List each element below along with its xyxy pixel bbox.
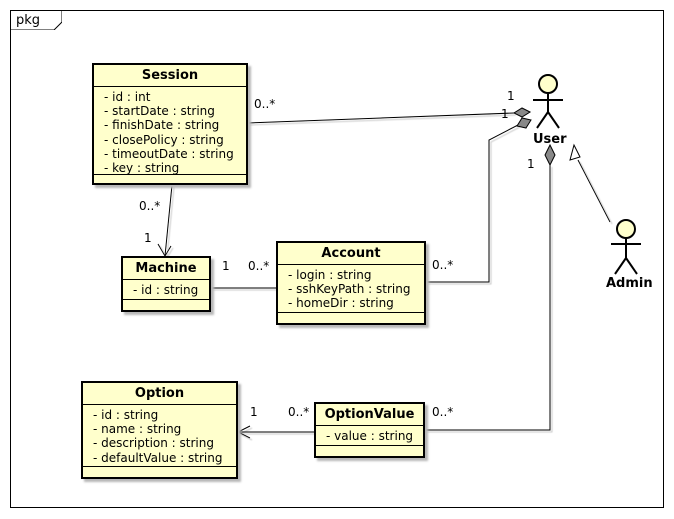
generalization-triangle: [569, 143, 581, 161]
optionvalue-attribute: - value : string: [326, 429, 414, 443]
multiplicity-label: 0..*: [254, 97, 276, 111]
optionvalue-class[interactable]: OptionValue - value : string: [314, 402, 425, 458]
session-attribute: - startDate : string: [104, 104, 215, 119]
session-attributes: - id : int - startDate : string - finish…: [94, 87, 246, 175]
account-attribute: - sshKeyPath : string: [288, 282, 411, 297]
account-user-association: [426, 124, 519, 283]
session-operations: [94, 174, 246, 183]
multiplicity-label: 1: [222, 259, 230, 273]
user-actor-figure: [533, 74, 563, 129]
machine-operations: [123, 299, 209, 310]
session-attribute: - closePolicy : string: [104, 132, 224, 147]
account-attribute: - login : string: [288, 268, 372, 282]
optionvalue-user-association: [425, 165, 551, 431]
multiplicity-label: 1: [250, 405, 258, 419]
session-class[interactable]: Session - id : int - startDate : string …: [92, 63, 248, 185]
multiplicity-label: 1: [501, 107, 509, 121]
admin-actor-figure: [611, 219, 641, 275]
package-frame: [10, 10, 664, 508]
admin-user-generalization: [577, 159, 611, 223]
machine-class-name: Machine: [123, 258, 209, 280]
option-attribute: - description : string: [93, 436, 214, 451]
option-optionvalue-arrowhead: [236, 425, 251, 439]
option-class-name: Option: [83, 383, 236, 405]
account-attributes: - login : string - sshKeyPath : string -…: [278, 265, 424, 311]
user-actor-name: User: [533, 132, 567, 147]
optionvalue-class-name: OptionValue: [316, 404, 423, 426]
session-class-name: Session: [94, 65, 246, 87]
session-machine-association: [164, 184, 173, 257]
package-label: pkg: [16, 13, 41, 28]
optionvalue-operations: [316, 445, 423, 456]
session-user-association: [246, 112, 515, 124]
account-class-name: Account: [278, 243, 424, 265]
aggregation-diamond-account: [516, 117, 532, 129]
account-class[interactable]: Account - login : string - sshKeyPath : …: [276, 241, 426, 325]
account-operations: [278, 312, 424, 323]
optionvalue-attributes: - value : string: [316, 426, 423, 443]
machine-attributes: - id : string: [123, 280, 209, 297]
multiplicity-label: 1: [527, 157, 535, 171]
admin-actor-name: Admin: [606, 276, 653, 291]
session-attribute: - key : string: [104, 160, 180, 175]
multiplicity-label: 0..*: [288, 405, 310, 419]
multiplicity-label: 0..*: [139, 199, 161, 213]
multiplicity-label: 0..*: [432, 405, 454, 419]
package-tab: [10, 10, 62, 30]
session-attribute: - timeoutDate : string: [104, 146, 234, 161]
multiplicity-label: 1: [144, 231, 152, 245]
account-attribute: - homeDir : string: [288, 296, 394, 311]
machine-class[interactable]: Machine - id : string: [121, 256, 211, 312]
machine-attribute: - id : string: [133, 283, 199, 297]
multiplicity-label: 0..*: [432, 258, 454, 272]
multiplicity-label: 0..*: [248, 259, 270, 273]
option-operations: [83, 466, 236, 477]
session-machine-arrowhead: [157, 243, 172, 257]
option-attribute: - defaultValue : string: [93, 450, 223, 465]
option-attributes: - id : string - name : string - descript…: [83, 405, 236, 465]
option-attribute: - name : string: [93, 422, 182, 437]
multiplicity-label: 1: [507, 89, 515, 103]
option-attribute: - id : string: [93, 408, 159, 422]
aggregation-diamond-session: [512, 107, 532, 118]
session-attribute: - finishDate : string: [104, 118, 220, 133]
option-class[interactable]: Option - id : string - name : string - d…: [81, 381, 238, 479]
session-attribute: - id : int: [104, 90, 151, 104]
aggregation-diamond-optionvalue: [544, 143, 556, 167]
